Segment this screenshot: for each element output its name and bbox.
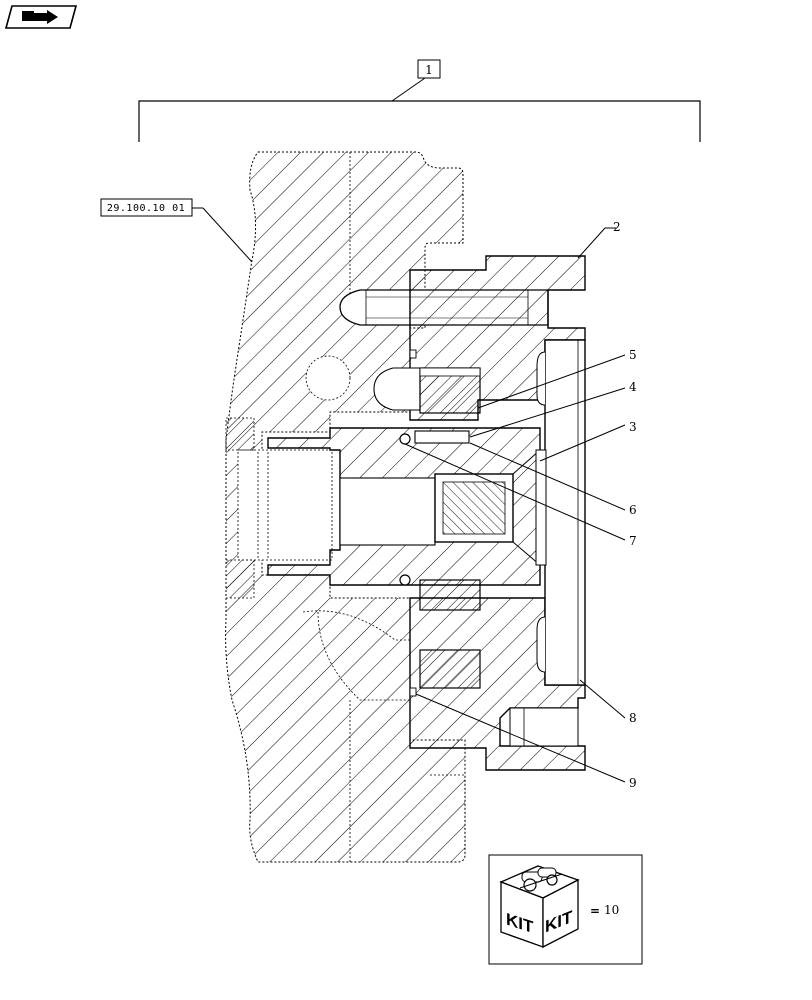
part-label-2: 2 xyxy=(613,220,621,234)
shaft xyxy=(267,427,547,586)
forward-arrow-icon xyxy=(22,10,58,24)
part-labels: 2 3 4 5 6 7 8 9 xyxy=(613,220,637,790)
part-label-9: 9 xyxy=(629,776,637,790)
bearing-blocks xyxy=(373,349,481,697)
part-label-7: 7 xyxy=(629,534,637,548)
assembly-callout-label: 1 xyxy=(425,63,433,77)
part-label-5: 5 xyxy=(629,348,637,362)
kit-quantity: 10 xyxy=(604,903,619,917)
reference-callout: 29.100.10 01 xyxy=(100,198,253,263)
part-label-8: 8 xyxy=(629,711,637,725)
part-label-6: 6 xyxy=(629,503,637,517)
housing-phantom xyxy=(225,151,466,863)
kit-equals-sign: = xyxy=(590,904,600,918)
navigate-forward-button[interactable] xyxy=(4,5,78,29)
reference-callout-label: 29.100.10 01 xyxy=(107,203,185,214)
assembly-callout: 1 xyxy=(138,59,701,142)
leader-lines xyxy=(404,227,626,783)
kit-box-icon: KIT KIT xyxy=(499,865,580,949)
part-label-3: 3 xyxy=(629,420,637,434)
kit-legend: KIT KIT = 10 xyxy=(488,854,643,965)
part-label-4: 4 xyxy=(629,380,637,394)
